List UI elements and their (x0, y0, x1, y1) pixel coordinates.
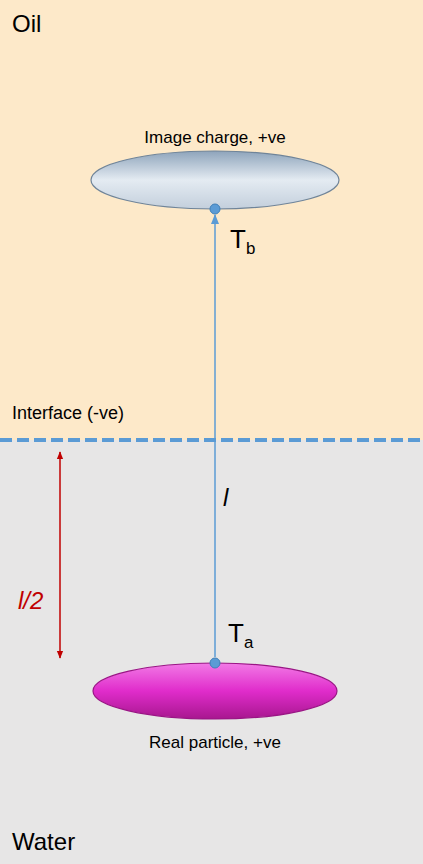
dimension-label: l/2 (18, 586, 43, 616)
particle-body (93, 663, 337, 719)
tension-point (210, 204, 220, 214)
point-label: Ta (228, 618, 253, 648)
dimension-arrow (59, 452, 61, 658)
interface-line (0, 438, 423, 442)
particle-label: Image charge, +ve (144, 125, 285, 150)
tension-point (210, 658, 220, 668)
point-label: Tb (230, 224, 255, 254)
particle-label: Real particle, +ve (149, 730, 281, 755)
particle-ellipse: Real particle, +ve (92, 662, 338, 755)
region-band: OilImage charge, +ve (0, 0, 423, 440)
ellipse-shape (92, 662, 338, 720)
region-band: Water Real particle, +ve (0, 440, 423, 864)
region-label: Oil (12, 10, 41, 38)
region-label: Water (12, 828, 75, 856)
length-label: l (223, 484, 228, 512)
tension-vector (214, 215, 216, 657)
water-region (0, 440, 423, 864)
oil-region (0, 0, 423, 440)
interface-label: Interface (-ve) (12, 398, 124, 428)
particle-body (91, 151, 339, 209)
ellipse-shape (90, 150, 340, 210)
particle-ellipse: Image charge, +ve (90, 125, 340, 210)
